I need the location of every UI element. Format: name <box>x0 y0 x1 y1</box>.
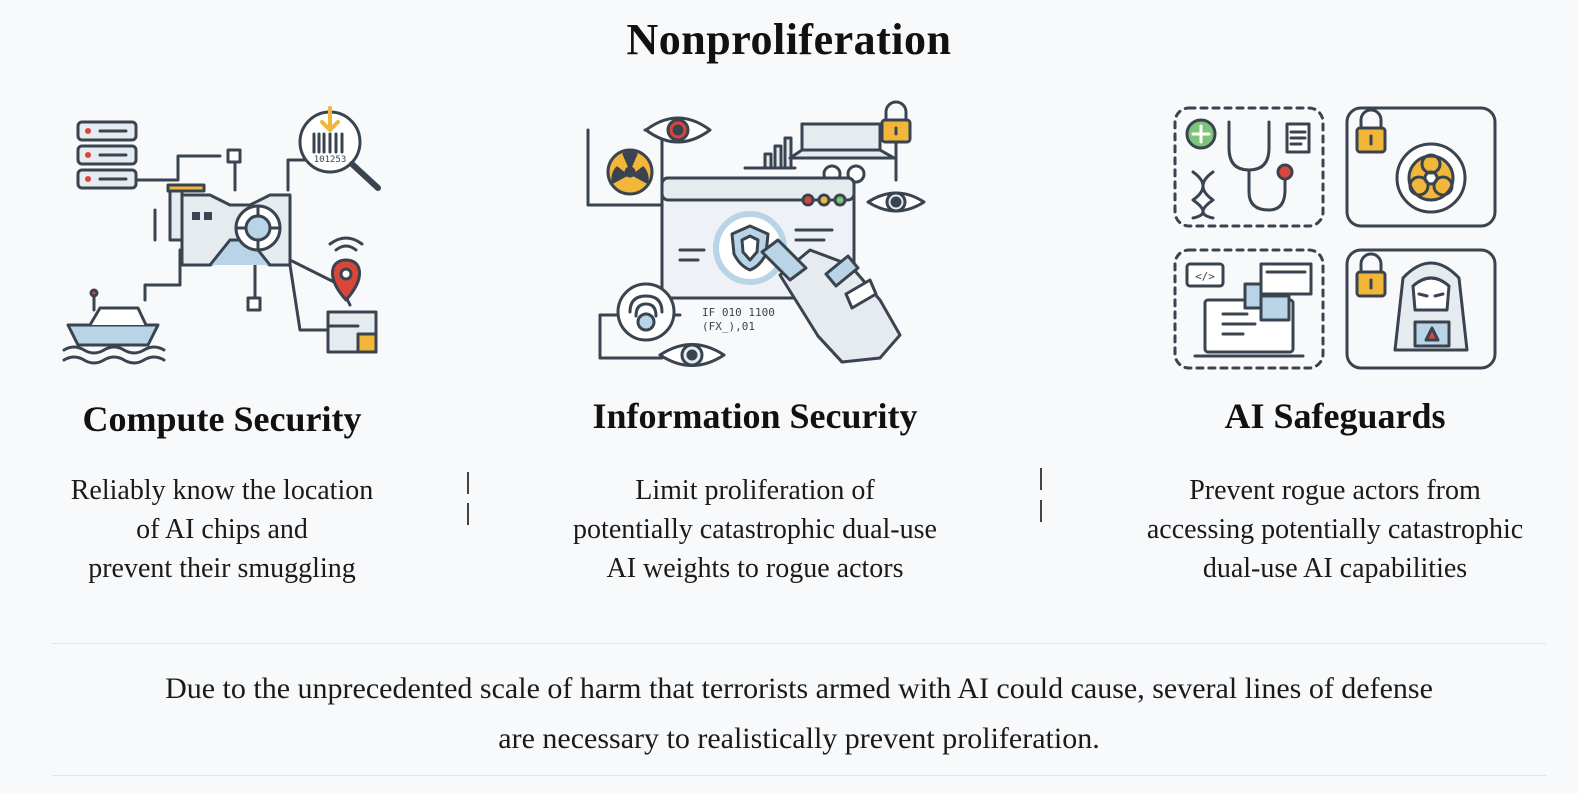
hooded-hacker-icon <box>1393 261 1469 352</box>
information-security-illustration: IF 010 1100 (FX_),01 <box>586 100 926 367</box>
column-separator-2b <box>1040 500 1042 522</box>
footer-text: Due to the unprecedented scale of harm t… <box>52 664 1546 764</box>
bar-chart-icon <box>743 136 797 170</box>
description-information-security: Limit proliferation of potentially catas… <box>530 471 980 588</box>
server-icon <box>76 120 138 190</box>
eye-icon-bottom <box>658 343 726 367</box>
barcode-magnifier-icon <box>298 106 381 191</box>
footer-line: Due to the unprecedented scale of harm t… <box>165 672 1433 705</box>
divider-top <box>52 643 1546 644</box>
footer-line: are necessary to realistically prevent p… <box>498 722 1100 755</box>
eye-icon <box>644 116 712 144</box>
barcode-number: 101253 <box>314 155 347 165</box>
fingerprint-icon <box>616 282 676 342</box>
description-line: Limit proliferation of <box>635 475 875 506</box>
eye-icon-right <box>866 191 926 213</box>
stethoscope-icon <box>1227 120 1294 212</box>
description-line: of AI chips and <box>136 514 308 545</box>
medical-cross-icon <box>1185 118 1217 150</box>
compute-security-illustration: 101253 <box>62 106 381 365</box>
radiation-icon <box>606 148 654 196</box>
heading-information-security: Information Security <box>592 396 918 436</box>
page-title: Nonproliferation <box>626 15 952 64</box>
description-line: Prevent rogue actors from <box>1189 475 1481 506</box>
ship-icon <box>62 288 166 365</box>
robot-hand-icon <box>760 238 902 364</box>
column-separator-1 <box>467 472 469 494</box>
biohazard-icon <box>1395 142 1467 214</box>
description-line: potentially catastrophic dual-use <box>573 514 937 545</box>
column-separator-2 <box>1040 468 1042 490</box>
document-icon <box>1285 122 1311 154</box>
code-tag: </> <box>1195 270 1215 283</box>
heading-compute-security: Compute Security <box>82 399 362 439</box>
description-line: dual-use AI capabilities <box>1202 553 1468 584</box>
column-separator-1b <box>467 503 469 525</box>
ai-safeguards-illustration: </> <box>1173 106 1497 370</box>
description-line: accessing potentially catastrophic <box>1146 514 1524 545</box>
gpu-chip-icon <box>153 183 292 267</box>
code-bubble-icon <box>1185 262 1225 288</box>
padlock-icon <box>880 100 912 144</box>
location-pin-icon <box>328 236 364 302</box>
description-line: prevent their smuggling <box>88 553 356 584</box>
code-line-1: IF 010 1100 <box>702 306 775 319</box>
laptop-icon <box>1193 262 1313 358</box>
description-compute-security: Reliably know the location of AI chips a… <box>22 471 422 588</box>
package-box-icon <box>326 310 378 354</box>
code-line-2: (FX_),01 <box>702 320 755 333</box>
description-ai-safeguards: Prevent rogue actors from accessing pote… <box>1110 471 1560 588</box>
padlock-icon <box>1355 108 1387 154</box>
description-line: Reliably know the location <box>70 475 374 506</box>
padlock-icon-2 <box>1355 252 1387 298</box>
divider-bottom <box>52 775 1546 776</box>
heading-ai-safeguards: AI Safeguards <box>1224 396 1446 436</box>
spy-icon <box>788 122 896 184</box>
description-line: AI weights to rogue actors <box>606 553 904 584</box>
dna-icon <box>1191 170 1215 220</box>
